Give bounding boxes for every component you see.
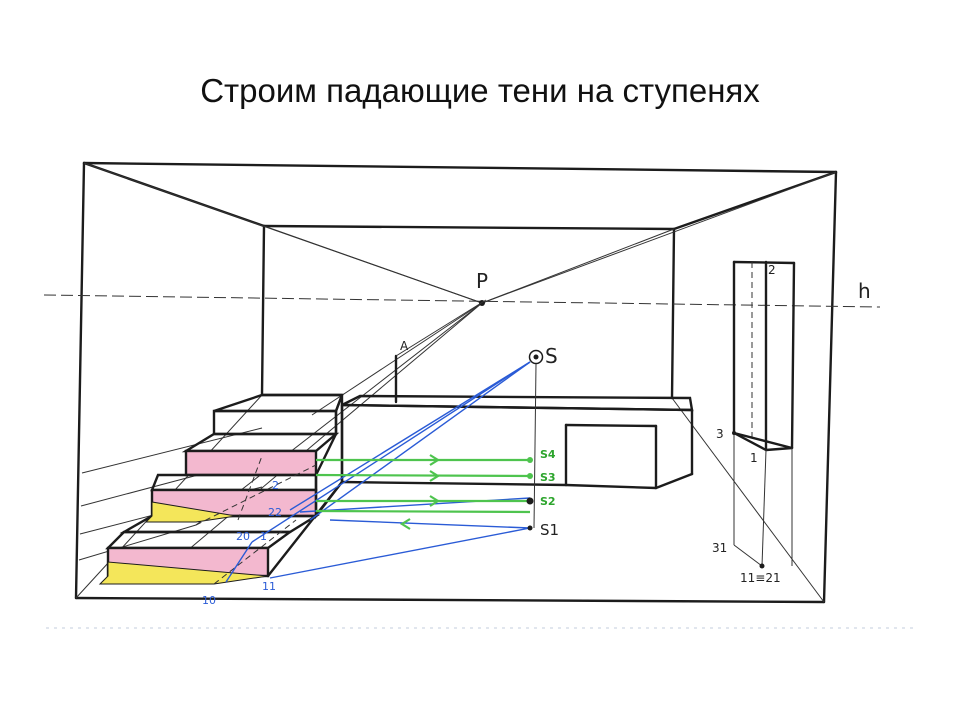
label-s1: S1 [540,521,559,539]
label-col-1-eq: 11≡21 [740,571,781,585]
label-s2: S2 [540,495,556,508]
shadow-band-upper [144,501,237,523]
label-2: 2 [272,479,279,492]
label-p: P [476,269,488,293]
label-s: S [545,344,558,368]
horizon-line [43,294,881,308]
shadow-rays [225,361,531,583]
stairs [98,393,344,585]
label-s3: S3 [540,471,556,484]
label-col-3: 3 [716,427,724,441]
label-1: 1 [260,530,267,543]
label-s4: S4 [540,448,556,461]
slide-title: Строим падающие тени на ступенях [200,72,760,109]
pole-a: A [394,299,487,404]
label-2-2: 22 [268,506,282,519]
vanishing-lines [83,162,837,583]
label-1-1: 11 [262,580,276,593]
label-h: h [858,279,871,303]
column: 2 3 1 31 11≡21 [712,260,796,585]
shadow-band-lower [98,561,269,585]
label-1-0: 10 [202,594,216,607]
label-col-1: 1 [750,451,758,465]
light-source: S [528,344,558,529]
corner-lines [75,161,838,603]
label-a: A [400,339,409,353]
light-lines [315,454,534,531]
label-2-0: 20 [236,530,250,543]
room-frame [74,161,838,604]
label-col-3-1: 31 [712,541,727,555]
platform [340,394,694,490]
label-col-2: 2 [768,263,776,277]
